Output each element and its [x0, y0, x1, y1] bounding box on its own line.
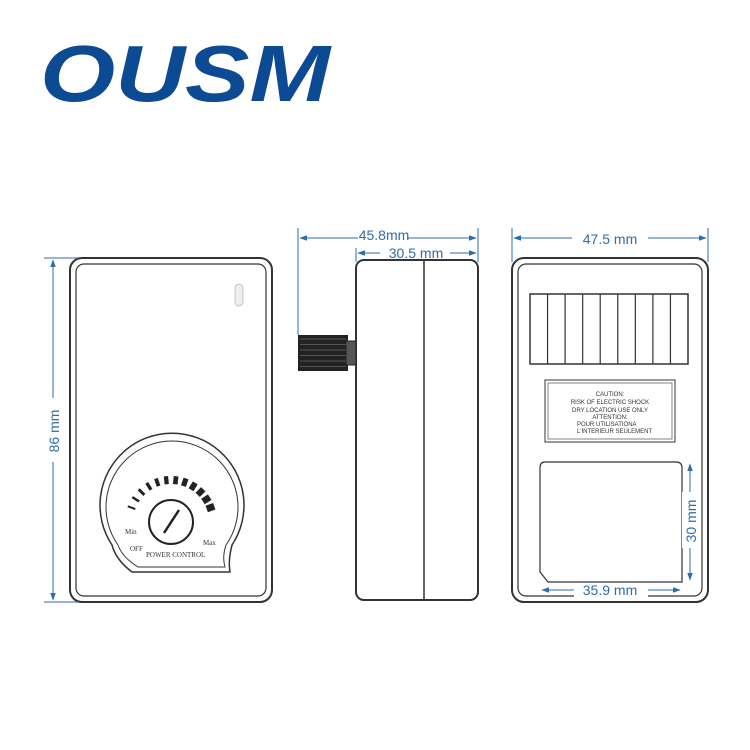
dial-scale-mark	[205, 502, 216, 513]
dial-scale-mark	[195, 487, 206, 498]
side-knob	[298, 335, 357, 371]
warning-line-3: DRY LOCATION USE ONLY	[572, 408, 648, 414]
front-body-inner	[75, 263, 267, 597]
dial-scale-mark	[137, 488, 146, 496]
warning-line-2: RISK OF ELECTRIC SHOCK	[571, 400, 649, 406]
warning-line-1: CAUTION:	[596, 392, 625, 398]
dial-scale-mark	[131, 496, 140, 503]
front-view: Min OFF Max POWER CONTROL 86 mm	[44, 257, 273, 603]
dial-scale-mark	[188, 481, 198, 492]
dial-power-control-label: POWER CONTROL	[146, 551, 205, 559]
dial-housing-inner	[105, 440, 239, 568]
dial-scale-mark	[127, 505, 136, 510]
side-body-width-label: 30.5 mm	[389, 245, 443, 261]
dial-min-label: Min	[125, 528, 137, 536]
vent-grille	[529, 293, 689, 365]
side-view: 45.8mm 30.5 mm	[297, 227, 479, 601]
warning-line-4: ATTENTION:	[592, 415, 628, 421]
back-view: CAUTION: RISK OF ELECTRIC SHOCK DRY LOCA…	[511, 228, 709, 603]
side-body	[355, 259, 479, 601]
panel-height-label: 30 mm	[683, 500, 699, 543]
dial-scale	[127, 476, 216, 513]
dial-scale-mark	[145, 482, 153, 491]
dial-scale-mark	[154, 477, 161, 487]
front-height-label: 86 mm	[46, 410, 62, 453]
warning-label	[544, 379, 676, 443]
dial-scale-mark	[180, 477, 189, 487]
warning-line-5: POUR UTILISATIONA	[577, 422, 637, 428]
dial-scale-mark	[201, 494, 212, 505]
back-panel	[539, 461, 683, 583]
dial-scale-mark	[163, 476, 169, 485]
panel-width-label: 35.9 mm	[583, 582, 637, 598]
vent-slats	[546, 294, 672, 364]
dial-off-label: OFF	[130, 545, 143, 553]
brand-logo: OUSM	[40, 29, 333, 118]
back-width-label: 47.5 mm	[583, 231, 637, 247]
dial-pointer	[162, 509, 181, 534]
dial-scale-mark	[172, 476, 179, 485]
warning-line-6: L'INTERIEUR SEULEMENT	[577, 429, 652, 435]
side-total-width-label: 45.8mm	[359, 227, 410, 243]
dial-max-label: Max	[203, 539, 216, 547]
led-indicator	[234, 283, 244, 307]
